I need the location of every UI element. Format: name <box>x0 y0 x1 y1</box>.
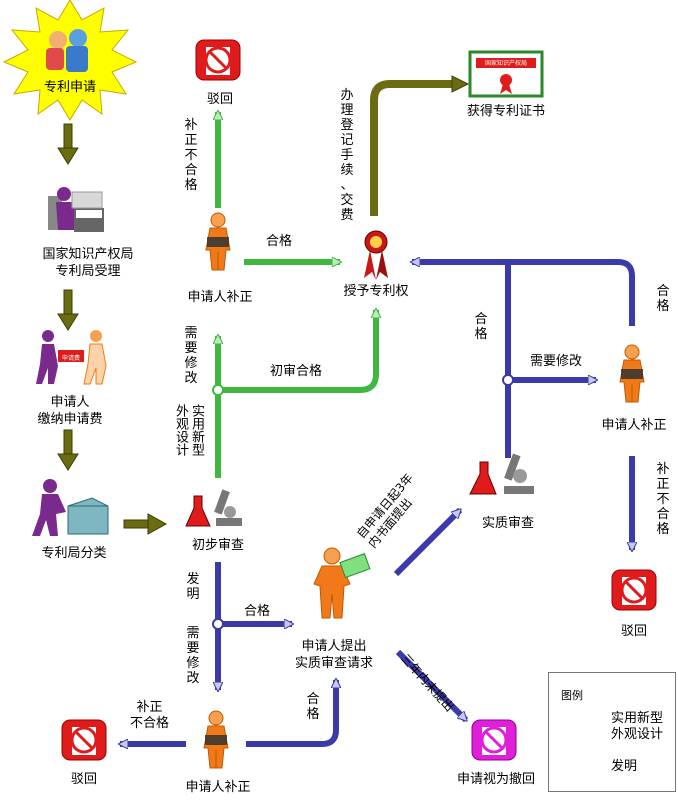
fee-label: 申请人 缴纳申请费 <box>37 395 103 427</box>
blue-junction-left <box>212 618 224 630</box>
legend-title: 图例 <box>561 689 583 702</box>
legend-green-label: 实用新型 外观设计 <box>611 711 664 742</box>
edge-fail-correction-right: 补 正 不 合 格 <box>656 462 670 537</box>
withdrawn-icon <box>471 719 517 761</box>
blue-junction-right <box>502 374 514 386</box>
cert-header: 国家知识产权局 <box>485 59 527 67</box>
edge-utility-design: 实用新型 外观设计 <box>173 404 204 456</box>
prelim-label: 初步审查 <box>191 538 245 553</box>
edge-pass-right: 合 格 <box>656 284 670 314</box>
reject-label-top: 驳回 <box>206 92 234 107</box>
correct-label-right: 申请人补正 <box>601 418 667 433</box>
reject-icon-right <box>610 568 658 612</box>
lab-icon-substantive <box>469 453 534 495</box>
correct-label-top: 申请人补正 <box>187 290 253 305</box>
legend-blue-label: 发明 <box>611 759 638 774</box>
person-correct-right <box>619 344 645 403</box>
apply-starburst <box>2 0 138 121</box>
edge-prelim-pass: 初审合格 <box>270 364 323 379</box>
green-paths <box>218 112 376 478</box>
reject-icon-top <box>194 38 242 82</box>
edge-need-modify-bottom: 需 要 修 改 <box>186 626 200 686</box>
fee-payment-icon: 申请费 <box>36 330 107 385</box>
reject-icon-bottom <box>60 718 108 762</box>
accept-label: 国家知识产权局 专利局受理 <box>42 247 134 279</box>
edge-pass-bottom: 合 格 <box>306 692 320 722</box>
ribbon-icon <box>364 230 388 280</box>
grant-label: 授予专利权 <box>343 284 409 299</box>
certificate-icon: 国家知识产权局 <box>468 50 544 98</box>
olive-arrows <box>57 75 470 535</box>
fee-tag: 申请费 <box>62 354 80 362</box>
edge-register-fee: 办 理 登 记 手 续 、 交 费 <box>340 88 354 223</box>
edge-pass-invention: 合格 <box>244 604 271 619</box>
apply-label: 专利申请 <box>43 80 97 95</box>
classify-icon <box>32 479 109 536</box>
substantive-request-label: 申请人提出 实质审查请求 <box>294 639 374 671</box>
edge-need-modify-right: 需要修改 <box>530 354 583 369</box>
edge-fail-correction-bottom: 补正 不合格 <box>130 700 170 731</box>
classify-label: 专利局分类 <box>41 546 107 561</box>
green-junction <box>212 384 224 396</box>
person-correct-bottom <box>203 710 229 769</box>
people-icon <box>49 31 67 49</box>
substantive-label: 实质审查 <box>481 516 535 531</box>
edge-need-modify-left: 需 要 修 改 <box>184 326 198 386</box>
certificate-label: 获得专利证书 <box>466 104 546 119</box>
correct-label-bottom: 申请人补正 <box>185 780 251 795</box>
reject-label-bottom: 驳回 <box>70 772 98 787</box>
reject-label-right: 驳回 <box>620 624 648 639</box>
blue-paths <box>120 262 632 744</box>
edge-invention: 发 明 <box>186 572 200 602</box>
legend: 图例 实用新型 外观设计 发明 <box>548 672 676 792</box>
withdrawn-label: 申请视为撤回 <box>456 772 536 787</box>
lab-icon-prelim <box>185 489 242 527</box>
edge-fail-correction-top: 补 正 不 合 格 <box>184 118 198 193</box>
edge-pass-substantive: 合 格 <box>474 312 488 342</box>
clerk-icon <box>48 187 104 232</box>
person-correct-top <box>205 212 231 271</box>
edge-pass-top: 合格 <box>266 234 293 249</box>
person-request <box>313 547 371 619</box>
